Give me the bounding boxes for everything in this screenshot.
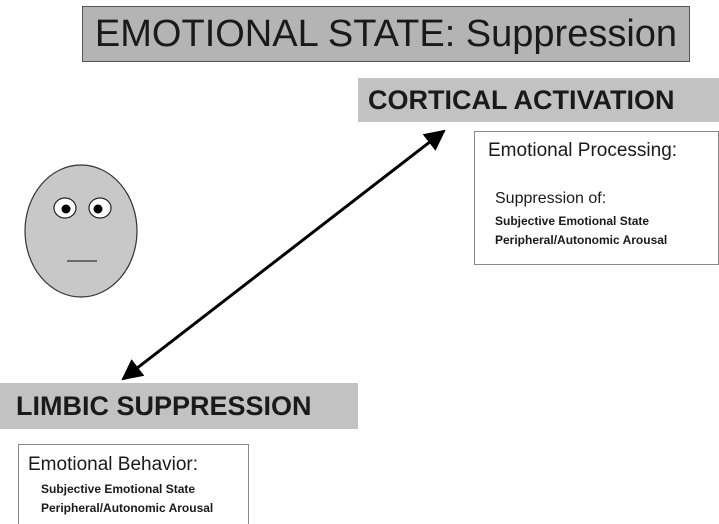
right-pupil	[93, 204, 103, 214]
cortical-activation-label: CORTICAL ACTIVATION	[358, 78, 719, 122]
limbic-box-item: Peripheral/Autonomic Arousal	[41, 501, 214, 515]
neutral-face-icon	[24, 164, 138, 298]
limbic-suppression-label: LIMBIC SUPPRESSION	[0, 383, 358, 429]
cortical-box-item: Subjective Emotional State	[495, 214, 650, 228]
cortical-box-subheading: Suppression of:	[495, 190, 607, 207]
cortical-info-box: Emotional Processing: Suppression of: Su…	[474, 131, 719, 265]
bidirectional-arrow-icon	[121, 129, 446, 381]
limbic-box-heading: Emotional Behavior:	[28, 454, 199, 475]
left-pupil	[61, 204, 71, 214]
limbic-info-box: Emotional Behavior: Subjective Emotional…	[18, 444, 249, 524]
cortical-box-item: Peripheral/Autonomic Arousal	[495, 233, 668, 247]
diagram-title: EMOTIONAL STATE: Suppression	[82, 6, 690, 62]
cortical-box-heading: Emotional Processing:	[488, 140, 678, 161]
limbic-box-item: Subjective Emotional State	[41, 482, 196, 496]
face-head	[24, 164, 138, 298]
